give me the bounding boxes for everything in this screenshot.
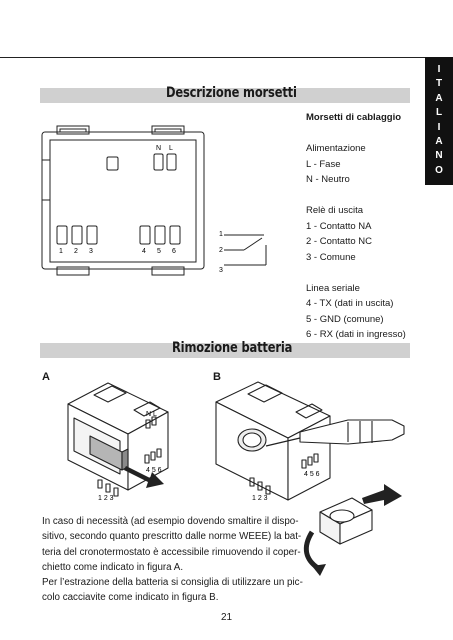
terminal-label-6: 6 [172, 248, 176, 255]
language-side-tab: I T A L I A N O [425, 57, 453, 185]
side-tab-letter: I [437, 64, 441, 75]
figure-a-pins-top: N L [146, 411, 157, 418]
body-line: teria del cronotermostato è accessibile … [42, 546, 301, 558]
page-number: 21 [220, 612, 233, 623]
body-text: In caso di necessità (ad esempio dovendo… [42, 514, 412, 606]
terminal-label-5: 5 [157, 248, 161, 255]
relay-item: 3 - Comune [306, 251, 356, 263]
wiring-title: Morsetti di cablaggio [306, 112, 402, 123]
terminal-label-2: 2 [74, 248, 78, 255]
body-line: In caso di necessità (ad esempio dovendo… [42, 516, 299, 527]
wiring-legend: Morsetti di cablaggio Alimentazione L - … [306, 110, 426, 343]
side-tab-letter: N [435, 150, 443, 162]
terminal-label-1: 1 [59, 248, 63, 255]
terminal-label-l: L [169, 145, 173, 152]
relay-heading: Relè di uscita [306, 205, 364, 216]
terminal-label-4: 4 [142, 248, 146, 255]
relay-label-3: 3 [219, 267, 223, 274]
serial-item: 4 - TX (dati in uscita) [306, 298, 394, 309]
serial-item: 6 - RX (dati in ingresso) [306, 329, 406, 340]
figure-a-label: A [42, 371, 50, 383]
body-line: colo cacciavite come indicato in figura … [42, 592, 219, 604]
terminal-label-3: 3 [89, 248, 93, 255]
header-rule [0, 57, 453, 58]
side-tab-letter: L [435, 107, 443, 119]
section-bar-terminals [40, 88, 410, 103]
section-bar-battery [40, 343, 410, 358]
body-line: chietto come indicato in figura A. [42, 561, 184, 573]
figure-b-pins-right: 4 5 6 [304, 471, 320, 478]
relay-label-2: 2 [219, 247, 223, 254]
figure-b-label: B [213, 371, 221, 383]
power-item: L - Fase [306, 158, 341, 170]
relay-item: 2 - Contatto NC [306, 236, 372, 247]
serial-heading: Linea seriale [306, 282, 360, 294]
section-title-battery: Rimozione batteria [172, 340, 293, 356]
side-tab-letter: A [435, 136, 443, 148]
side-tab-letter: I [437, 121, 441, 133]
section-title-terminals: Descrizione morsetti [166, 85, 297, 101]
body-line: sitivo, secondo quanto prescritto dalle … [42, 531, 302, 543]
side-tab-letter: A [435, 92, 443, 104]
relay-label-1: 1 [219, 231, 223, 238]
body-line: Per l’estrazione della batteria si consi… [42, 577, 303, 589]
side-tab-letter: T [435, 78, 443, 90]
power-item: N - Neutro [306, 174, 350, 185]
terminal-label-n: N [156, 145, 161, 152]
figure-a-pins-right: 4 5 6 [146, 467, 162, 474]
serial-item: 5 - GND (comune) [306, 313, 384, 325]
relay-item: 1 - Contatto NA [306, 220, 372, 232]
side-tab-letter: O [435, 164, 443, 176]
figure-b-pins-left: 1 2 3 [252, 495, 268, 502]
figure-a-pins-left: 1 2 3 [98, 495, 114, 502]
power-heading: Alimentazione [306, 143, 366, 154]
